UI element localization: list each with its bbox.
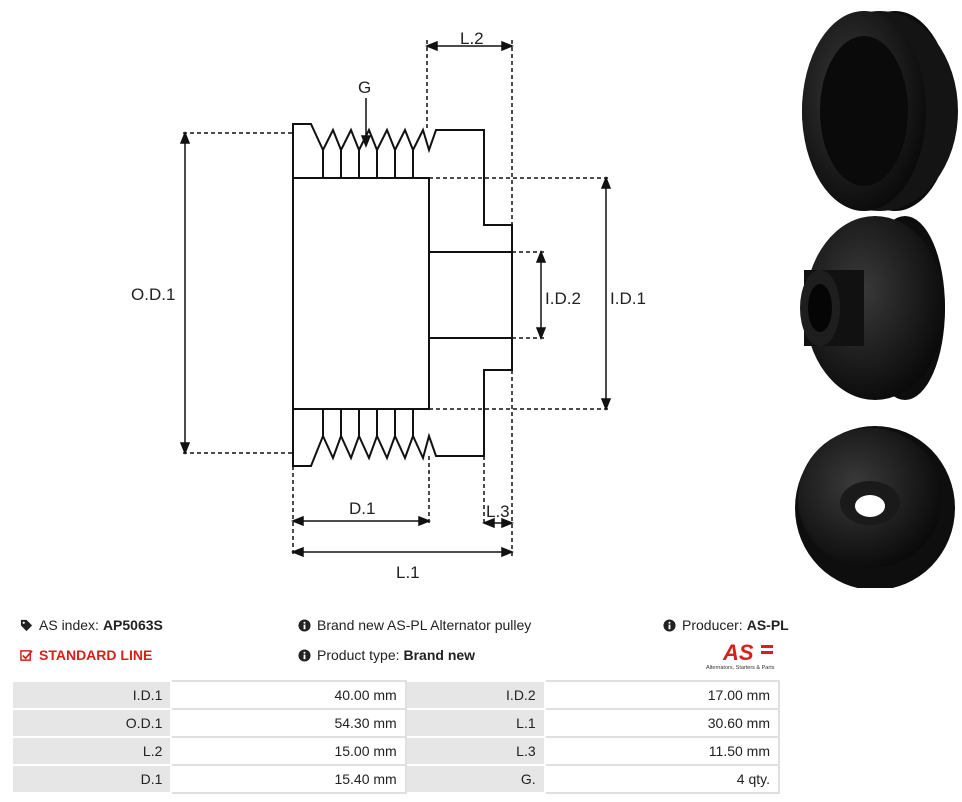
spec-label: O.D.1 [10, 708, 173, 738]
spec-label: G. [404, 764, 546, 794]
dim-label-id1: I.D.1 [610, 289, 646, 308]
spec-value: 17.00 mm [543, 680, 781, 710]
dim-label-od1: O.D.1 [131, 285, 175, 304]
info-icon [298, 648, 311, 662]
product-description: Brand new AS-PL Alternator pulley [298, 617, 531, 633]
dim-label-l2: L.2 [460, 29, 484, 48]
spec-value: 4 qty. [543, 764, 781, 794]
standard-line-label: STANDARD LINE [39, 647, 153, 663]
spec-value: 11.50 mm [543, 736, 781, 766]
info-icon [298, 618, 311, 632]
dim-label-l3: L.3 [486, 502, 510, 521]
dim-label-id2: I.D.2 [545, 289, 581, 308]
spec-label: L.1 [404, 708, 546, 738]
svg-text:AS: AS [722, 640, 754, 665]
pulley-photo-side [800, 216, 945, 400]
producer: Producer: AS-PL [663, 617, 789, 633]
checkbox-icon [20, 649, 33, 661]
spec-label: I.D.1 [10, 680, 173, 710]
product-type-value: Brand new [403, 647, 476, 663]
as-pl-logo: AS Alternators, Starters & Parts [706, 640, 775, 671]
product-type-label: Product type: [317, 647, 400, 663]
as-index-value: AP5063S [102, 617, 163, 633]
dim-label-l1: L.1 [396, 563, 420, 582]
spec-value: 15.00 mm [170, 736, 407, 766]
tags-icon [20, 619, 33, 631]
pulley-photo-back [795, 426, 955, 588]
spec-value: 40.00 mm [170, 680, 407, 710]
dim-label-d1: D.1 [349, 499, 375, 518]
producer-value: AS-PL [746, 617, 789, 633]
spec-value: 30.60 mm [543, 708, 781, 738]
spec-value: 54.30 mm [170, 708, 407, 738]
as-index: AS index: AP5063S [20, 617, 163, 633]
spec-label: L.3 [404, 736, 546, 766]
producer-label: Producer: [682, 617, 743, 633]
svg-text:Alternators, Starters & Parts: Alternators, Starters & Parts [706, 665, 775, 671]
spec-value: 15.40 mm [170, 764, 407, 794]
product-type: Product type: Brand new [298, 647, 475, 663]
pulley-photo-front [802, 11, 958, 211]
info-icon [663, 618, 676, 632]
standard-line: STANDARD LINE [20, 647, 152, 663]
spec-label: D.1 [10, 764, 173, 794]
dim-label-g: G [358, 78, 371, 97]
spec-label: L.2 [10, 736, 173, 766]
spec-label: I.D.2 [404, 680, 546, 710]
description-text: Brand new AS-PL Alternator pulley [317, 617, 532, 633]
as-index-label: AS index: [39, 617, 99, 633]
pulley-technical-drawing: G L.2 O.D.1 I.D.1 I.D.2 D.1 L.3 L.1 [131, 29, 646, 582]
pulley-photos [795, 11, 958, 588]
